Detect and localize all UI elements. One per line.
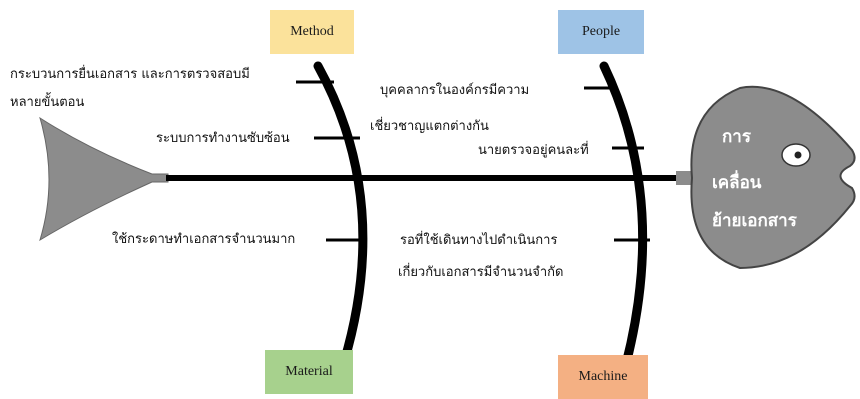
cause-method-2: ระบบการทำงานซับซ้อน xyxy=(156,131,290,146)
cause-material-1: ใช้กระดาษทำเอกสารจำนวนมาก xyxy=(112,232,296,247)
cause-people-1b: เชี่ยวชาญแตกต่างกัน xyxy=(370,119,489,134)
effect-label-line2: เคลื่อน xyxy=(712,173,762,193)
cause-machine-1b: เกี่ยวกับเอกสารมีจำนวนจำกัด xyxy=(398,265,564,280)
cause-machine-1a: รอที่ใช้เดินทางไปดำเนินการ xyxy=(400,233,558,248)
fish-tail xyxy=(39,116,169,242)
rib-method-material xyxy=(313,61,368,367)
effect-label-line1: การ xyxy=(722,127,751,147)
rib-people-machine xyxy=(599,61,648,369)
category-method: Method xyxy=(270,10,354,54)
cause-method-1a: กระบวนการยื่นเอกสาร และการตรวจสอบมี xyxy=(10,67,250,82)
effect-label-line3: ย้ายเอกสาร xyxy=(712,211,797,231)
fish-pupil xyxy=(794,151,802,159)
category-material-label: Material xyxy=(285,364,333,379)
category-machine: Machine xyxy=(558,355,648,399)
category-people-label: People xyxy=(581,24,621,39)
category-machine-label: Machine xyxy=(578,369,628,384)
category-people: People xyxy=(558,10,644,54)
cause-method-1b: หลายขั้นตอน xyxy=(10,95,85,110)
category-method-label: Method xyxy=(290,24,334,39)
category-material: Material xyxy=(265,350,353,394)
fish-head xyxy=(690,85,856,270)
cause-people-1a: บุคคลากรในองค์กรมีความ xyxy=(380,83,530,98)
cause-people-2: นายตรวจอยู่คนละที่ xyxy=(478,143,589,158)
